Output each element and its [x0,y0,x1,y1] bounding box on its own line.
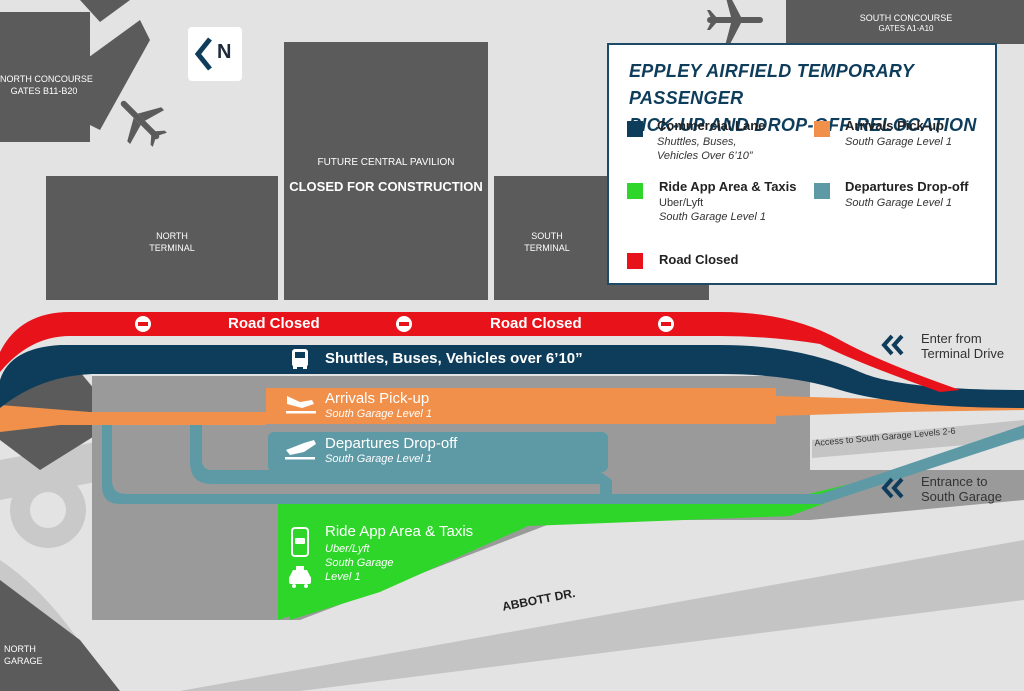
airplane-icon [707,0,763,46]
north-garage-name-2: GARAGE [4,656,43,666]
south-concourse-building [786,0,1024,44]
departures-swatch [814,183,830,199]
commercial-lane-label: Shuttles, Buses, Vehicles over 6’10” [325,350,583,367]
arrivals-sub-label: South Garage Level 1 [325,408,433,420]
road-closed-label-1: Road Closed [228,315,320,332]
road-closed-lane [0,312,960,392]
enter-terminal-drive-chevron-icon [881,334,904,356]
south-concourse-label: SOUTH CONCOURSE GATES A1-A10 [846,12,966,33]
ride-app-phone-icon [291,527,309,557]
arrivals-plane-icon [286,396,316,414]
airplane-icon [120,100,167,147]
roundabout-center [30,492,66,528]
legend-ride-app-sub-2: South Garage Level 1 [659,211,767,223]
ride-app-sub-label-1: Uber/Lyft [325,543,370,555]
south-terminal-name-1: SOUTH [531,231,563,241]
map-legend: EPPLEY AIRFIELD TEMPORARY PASSENGER PICK… [607,43,997,285]
departures-label: Departures Drop-off [325,435,458,452]
south-concourse-name: SOUTH CONCOURSE [859,13,953,23]
north-garage-building [0,540,120,691]
departures-outer-lane [102,425,1024,504]
legend-commercial-sub-1: Shuttles, Buses, [657,136,737,148]
legend-title: EPPLEY AIRFIELD TEMPORARY PASSENGER PICK… [629,58,995,139]
building-shape [80,0,130,22]
north-concourse-gates: GATES B11-B20 [10,86,78,96]
road-closed-swatch [627,253,643,269]
north-terminal-name-1: NORTH [156,231,188,241]
enter-terminal-drive-line-1: Enter from [921,331,982,346]
legend-commercial-sub-2: Vehicles Over 6’10” [657,150,753,162]
ride-app-swatch [627,183,643,199]
garage-access-road [812,420,1024,458]
no-entry-icon [135,316,151,332]
departures-sub-label: South Garage Level 1 [325,453,433,465]
no-entry-icon [396,316,412,332]
north-garage-name-1: NORTH [4,644,36,654]
north-concourse-label: NORTH CONCOURSE GATES B11-B20 [0,73,93,97]
closed-construction-label: CLOSED FOR CONSTRUCTION [289,179,483,194]
north-letter: N [217,41,232,63]
arrivals-swatch [814,121,830,137]
taxi-icon [289,566,311,588]
legend-commercial-title: Commercial Lane [657,118,766,133]
ride-app-sub-label-3: Level 1 [325,571,361,583]
legend-departures-sub: South Garage Level 1 [845,197,953,209]
enter-terminal-drive-line-2: Terminal Drive [921,346,1005,361]
abbott-drive-road [180,540,1024,691]
arrivals-label: Arrivals Pick-up [325,390,430,407]
departures-plane-icon [285,440,316,460]
legend-arrivals-sub: South Garage Level 1 [845,136,953,148]
ride-app-area [278,498,530,620]
central-pavilion-building [284,42,488,300]
legend-title-line-1: EPPLEY AIRFIELD TEMPORARY PASSENGER [629,61,914,108]
entrance-south-garage-chevron-icon [881,477,904,499]
legend-ride-app-sub-1: Uber/Lyft [659,197,704,209]
north-concourse-name: NORTH CONCOURSE [0,74,93,84]
commercial-lane [0,345,1024,408]
south-terminal-label: SOUTH TERMINAL [497,230,597,254]
legend-departures-title: Departures Drop-off [845,179,969,194]
legend-ride-app-title: Ride App Area & Taxis [659,179,797,194]
commercial-swatch [627,121,643,137]
jet-bridge [80,20,150,130]
south-concourse-gates: GATES A1-A10 [878,24,934,33]
north-garage-label: NORTH GARAGE [4,643,43,667]
enter-terminal-drive-label: Enter from Terminal Drive [921,331,1004,361]
no-entry-icon [658,316,674,332]
north-arrow-icon [194,37,212,71]
bus-icon [292,349,308,369]
north-terminal-label: NORTH TERMINAL [122,230,222,254]
north-terminal-name-2: TERMINAL [149,243,195,253]
entrance-south-garage-line-2: South Garage [921,489,1002,504]
legend-arrivals-title: Arrivals Pick-up [845,118,944,133]
entrance-south-garage-line-1: Entrance to [921,474,988,489]
north-terminal-building [46,176,278,300]
north-concourse-building [0,12,90,142]
departures-dropoff-zone [268,432,608,472]
ride-app-sub-label-2: South Garage [325,557,394,569]
future-pavilion-label: FUTURE CENTRAL PAVILION [317,157,455,168]
legend-road-closed-title: Road Closed [659,252,739,267]
ride-app-label: Ride App Area & Taxis [325,523,474,540]
south-terminal-name-2: TERMINAL [524,243,570,253]
entrance-south-garage-label: Entrance to South Garage [921,474,1002,504]
road-closed-label-2: Road Closed [490,315,582,332]
arrivals-pickup-zone [266,388,776,424]
departures-loop-lane [190,420,612,504]
north-indicator: N [188,27,242,81]
ride-app-lane [278,484,850,620]
legend-title-line-2: PICK-UP AND DROP-OFF RELOCATION [629,115,977,135]
